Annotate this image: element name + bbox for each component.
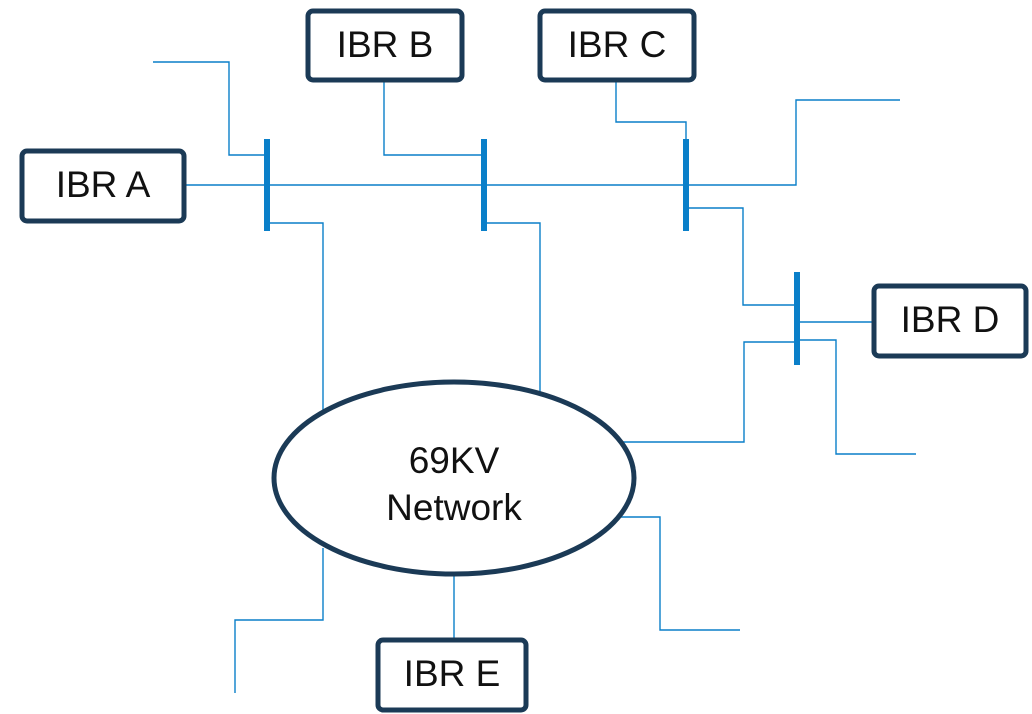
ibr-e-node: IBR E xyxy=(375,637,529,713)
ibr-c-box xyxy=(537,8,697,83)
network-node: 69KV Network xyxy=(271,379,637,577)
ibr-d-box xyxy=(871,283,1029,359)
line-bus-4-to-stub-right xyxy=(797,339,916,455)
network-label-voltage: 69KV xyxy=(409,440,500,481)
line-ibr-b-to-bus-2 xyxy=(383,80,484,156)
line-bus-1-to-network xyxy=(267,222,324,410)
ibr-b-label: IBR B xyxy=(337,24,434,65)
ibr-a-label: IBR A xyxy=(56,164,151,205)
ibr-e-label: IBR E xyxy=(404,653,501,694)
ibr-a-node: IBR A xyxy=(19,148,187,224)
ibr-b-box xyxy=(305,8,465,83)
ibr-c-label: IBR C xyxy=(568,24,667,65)
ibr-d-node: IBR D xyxy=(871,283,1029,359)
line-bus-3-to-stub-top-right xyxy=(686,99,900,186)
line-network-to-stub-bottom-left xyxy=(234,548,324,693)
line-network-to-bus-4 xyxy=(620,341,797,443)
line-network-to-stub-bottom-right xyxy=(620,516,740,631)
connection-lines xyxy=(153,61,916,693)
network-ellipse xyxy=(271,379,637,577)
ibr-a-box xyxy=(19,148,187,224)
line-bus-2-to-network xyxy=(484,222,541,403)
ibr-b-node: IBR B xyxy=(305,8,465,83)
line-bus-3-to-bus-4 xyxy=(686,207,797,306)
ibr-c-node: IBR C xyxy=(537,8,697,83)
ibr-d-label: IBR D xyxy=(901,299,1000,340)
ibr-e-box xyxy=(375,637,529,713)
line-ibr-c-to-bus-3 xyxy=(615,80,687,142)
stub-line-top-left xyxy=(153,61,267,156)
network-label-name: Network xyxy=(386,487,522,528)
bus-bars xyxy=(264,139,800,365)
